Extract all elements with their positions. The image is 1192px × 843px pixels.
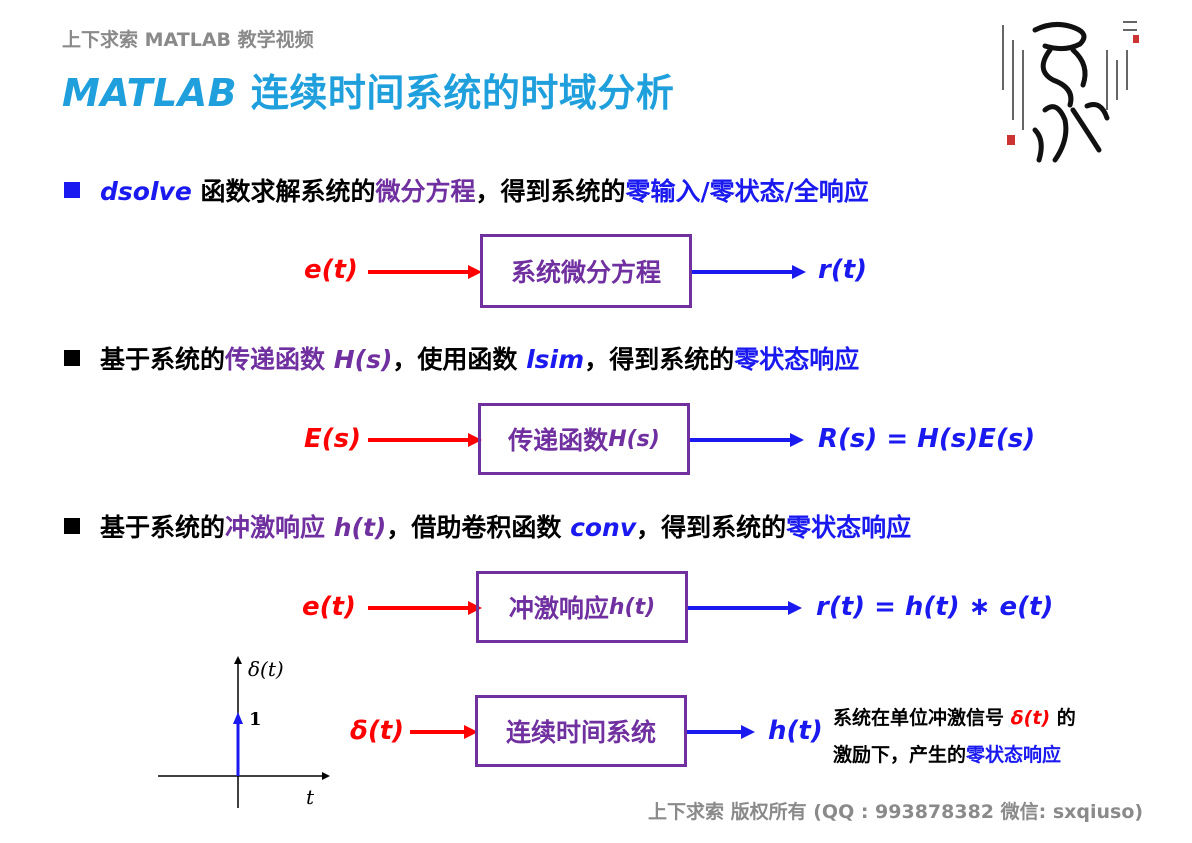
- bullet-part: ，得到系统的: [475, 177, 626, 206]
- diagram3-input: e(t): [302, 592, 356, 622]
- bullet-part: h(t): [333, 513, 387, 542]
- diagram1-output-arrow: [692, 265, 806, 279]
- title-chinese: 连续时间系统的时域分析: [237, 71, 675, 115]
- y-axis-label: δ(t): [248, 657, 284, 681]
- delta-impulse-plot: δ(t) 1 t: [158, 656, 330, 809]
- diagram3-output-arrow: [688, 601, 802, 615]
- x-axis-label: t: [306, 785, 315, 809]
- note-text: 系统在单位冲激信号: [833, 707, 1011, 729]
- diagram3-box-label: 冲激响应: [508, 594, 609, 623]
- title-english: MATLAB: [62, 71, 238, 115]
- bullet-square-icon: [64, 518, 80, 534]
- diagram4-output-arrow: [687, 725, 755, 739]
- bullet-part: 零状态响应: [786, 513, 912, 542]
- bullet-part: conv: [570, 513, 637, 542]
- diagram3-box-symbol: h(t): [608, 594, 656, 620]
- note-emphasis: 零状态响应: [966, 744, 1062, 766]
- diagram3-output: r(t) = h(t) ∗ e(t): [816, 592, 1054, 622]
- diagram3-impulse-box: 冲激响应 h(t): [476, 571, 688, 643]
- page-title: MATLAB 连续时间系统的时域分析: [62, 62, 674, 117]
- diagram2-input: E(s): [304, 424, 362, 454]
- diagram1-system-box: 系统微分方程: [480, 234, 692, 308]
- bullet-part: ，使用函数: [392, 345, 527, 374]
- bullet-conv: 基于系统的冲激响应 h(t)，借助卷积函数 conv，得到系统的零状态响应: [64, 508, 911, 544]
- diagram4-input: δ(t): [350, 716, 405, 746]
- bullet-part: ，借助卷积函数: [386, 513, 571, 542]
- diagram1-input-arrow: [368, 265, 482, 279]
- bullet-part: 微分方程: [375, 177, 476, 206]
- diagram3-input-arrow: [368, 601, 482, 615]
- series-label: 上下求索 MATLAB 教学视频: [62, 29, 314, 51]
- note-line-2: 激励下，产生的零状态响应: [833, 737, 1076, 774]
- diagram2-transfer-box: 传递函数 H(s): [478, 403, 690, 475]
- bullet-lsim: 基于系统的传递函数 H(s)，使用函数 lsim，得到系统的零状态响应: [64, 340, 859, 376]
- bullet-dsolve: dsolve 函数求解系统的微分方程，得到系统的零输入/零状态/全响应: [64, 172, 869, 208]
- note-text: 激励下，产生的: [833, 744, 967, 766]
- diagram2-output: R(s) = H(s)E(s): [818, 424, 1036, 454]
- bullet-part: 函数求解系统的: [191, 177, 376, 206]
- diagram2-input-arrow: [368, 433, 482, 447]
- diagram2-output-arrow: [690, 433, 804, 447]
- bullet-part: dsolve: [100, 177, 192, 206]
- bullet-part: ，得到系统的: [584, 345, 735, 374]
- impulse-arrowhead: [233, 712, 243, 724]
- bullet-part: 基于系统的: [100, 345, 226, 374]
- bullet-part: 零状态响应: [734, 345, 860, 374]
- impulse-value-label: 1: [249, 709, 262, 730]
- bullet-part: 零输入/零状态/全响应: [625, 177, 869, 206]
- diagram4-output: h(t): [768, 716, 823, 746]
- bullet-part: 基于系统的: [100, 513, 226, 542]
- copyright-footer: 上下求索 版权所有 (QQ : 993878382 微信: sxqiuso): [648, 801, 1144, 823]
- bullet-square-icon: [64, 350, 80, 366]
- note-line-1: 系统在单位冲激信号 δ(t) 的: [833, 700, 1076, 737]
- calligraphy-seal-icon: [1002, 21, 1139, 163]
- diagram4-input-arrow: [410, 725, 478, 739]
- note-text: 的: [1050, 707, 1076, 729]
- bullet-part: 冲激响应: [225, 513, 334, 542]
- bullet-part: H(s): [333, 345, 393, 374]
- bullet-part: ，得到系统的: [636, 513, 787, 542]
- diagram2-box-symbol: H(s): [608, 426, 660, 452]
- diagram2-box-label: 传递函数: [508, 426, 609, 455]
- diagram4-system-box: 连续时间系统: [475, 695, 687, 767]
- diagram1-input: e(t): [304, 255, 358, 285]
- bullet-square-icon: [64, 182, 80, 198]
- bullet-part: 传递函数: [225, 345, 334, 374]
- diagram1-output: r(t): [818, 255, 868, 285]
- note-delta-symbol: δ(t): [1010, 707, 1051, 729]
- bullet-part: lsim: [526, 345, 585, 374]
- impulse-response-note: 系统在单位冲激信号 δ(t) 的 激励下，产生的零状态响应: [833, 700, 1076, 774]
